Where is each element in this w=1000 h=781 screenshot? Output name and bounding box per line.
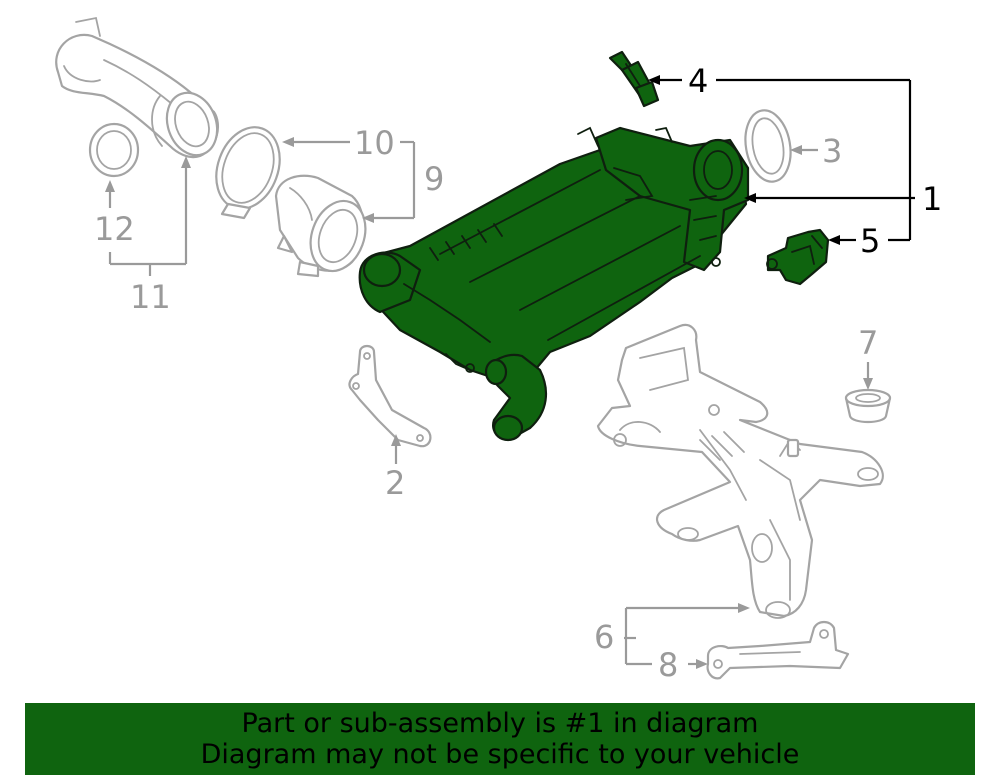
parts-diagram: 1 2 3 4 5 6 7 8 9 10 11 12 <box>55 16 942 684</box>
callout-10: 10 <box>354 124 395 162</box>
leader-7 <box>863 362 873 390</box>
intake-duct-part-11[interactable] <box>55 16 225 162</box>
callout-1: 1 <box>922 180 942 218</box>
leader-3 <box>790 145 818 155</box>
callout-9: 9 <box>424 160 444 198</box>
callout-8: 8 <box>658 646 678 684</box>
leader-9 <box>362 213 414 223</box>
notice-line-1: Part or sub-assembly is #1 in diagram <box>241 708 759 739</box>
seal-ring-part-12[interactable] <box>88 122 140 178</box>
leader-6-8 <box>624 603 750 669</box>
connector-pipe-part-9[interactable] <box>274 174 375 279</box>
callout-5: 5 <box>860 222 880 260</box>
notice-banner: Part or sub-assembly is #1 in diagram Di… <box>25 703 975 775</box>
callout-6: 6 <box>594 618 614 656</box>
callout-4: 4 <box>688 62 708 100</box>
sensor-part-4[interactable] <box>608 50 660 108</box>
callout-7: 7 <box>858 324 878 362</box>
callout-3: 3 <box>822 132 842 170</box>
callout-2: 2 <box>385 464 405 502</box>
leader-5 <box>828 235 910 245</box>
leader-4 <box>648 75 912 240</box>
bracket-part-2[interactable] <box>348 344 432 448</box>
bracket-part-8[interactable] <box>706 620 850 680</box>
o-ring-part-3[interactable] <box>740 107 796 186</box>
notice-line-2: Diagram may not be specific to your vehi… <box>200 739 800 770</box>
leader-2 <box>391 434 401 464</box>
leader-1 <box>744 193 915 203</box>
sensor-part-5[interactable] <box>766 228 830 286</box>
callout-12: 12 <box>94 210 135 248</box>
intercooler-part-1[interactable] <box>358 126 750 442</box>
mounting-bracket-part-6[interactable] <box>596 323 884 619</box>
grommet-part-7[interactable] <box>844 388 892 424</box>
leader-10 <box>282 137 416 218</box>
hose-clamp-part-10[interactable] <box>205 118 290 220</box>
callout-11: 11 <box>130 278 171 316</box>
leader-11-12 <box>105 156 191 276</box>
